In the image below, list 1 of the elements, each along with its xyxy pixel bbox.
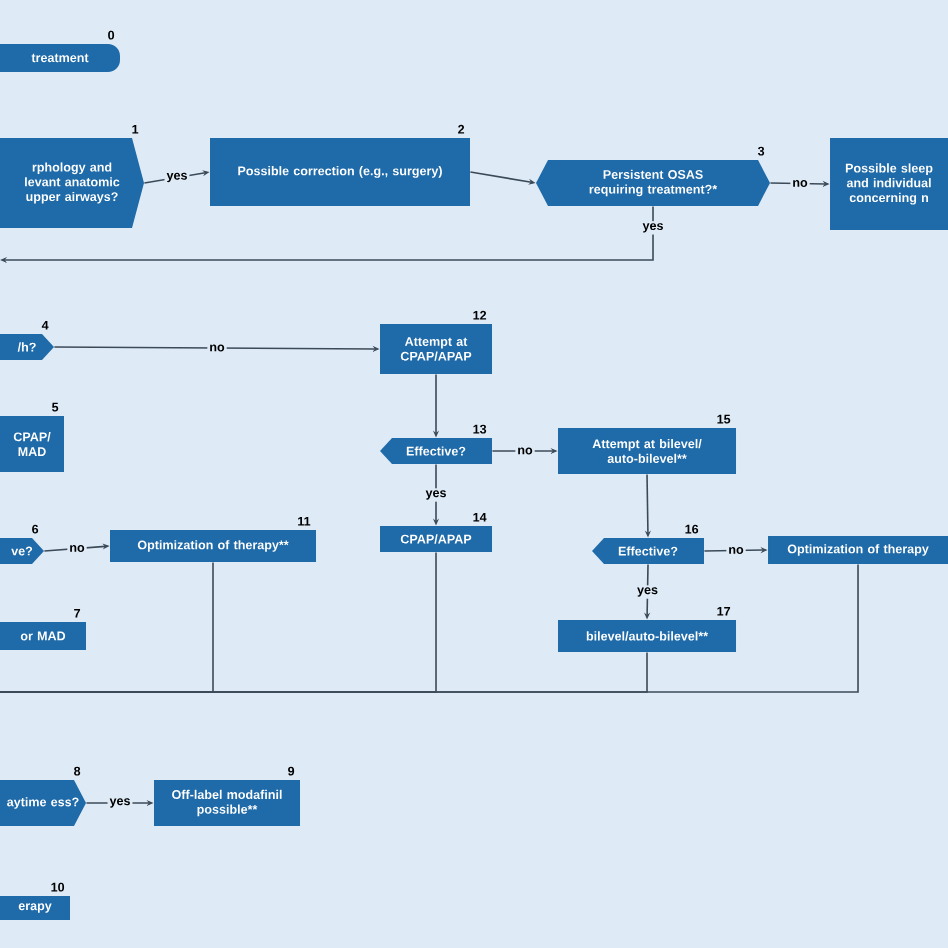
arrow bbox=[0, 205, 654, 264]
